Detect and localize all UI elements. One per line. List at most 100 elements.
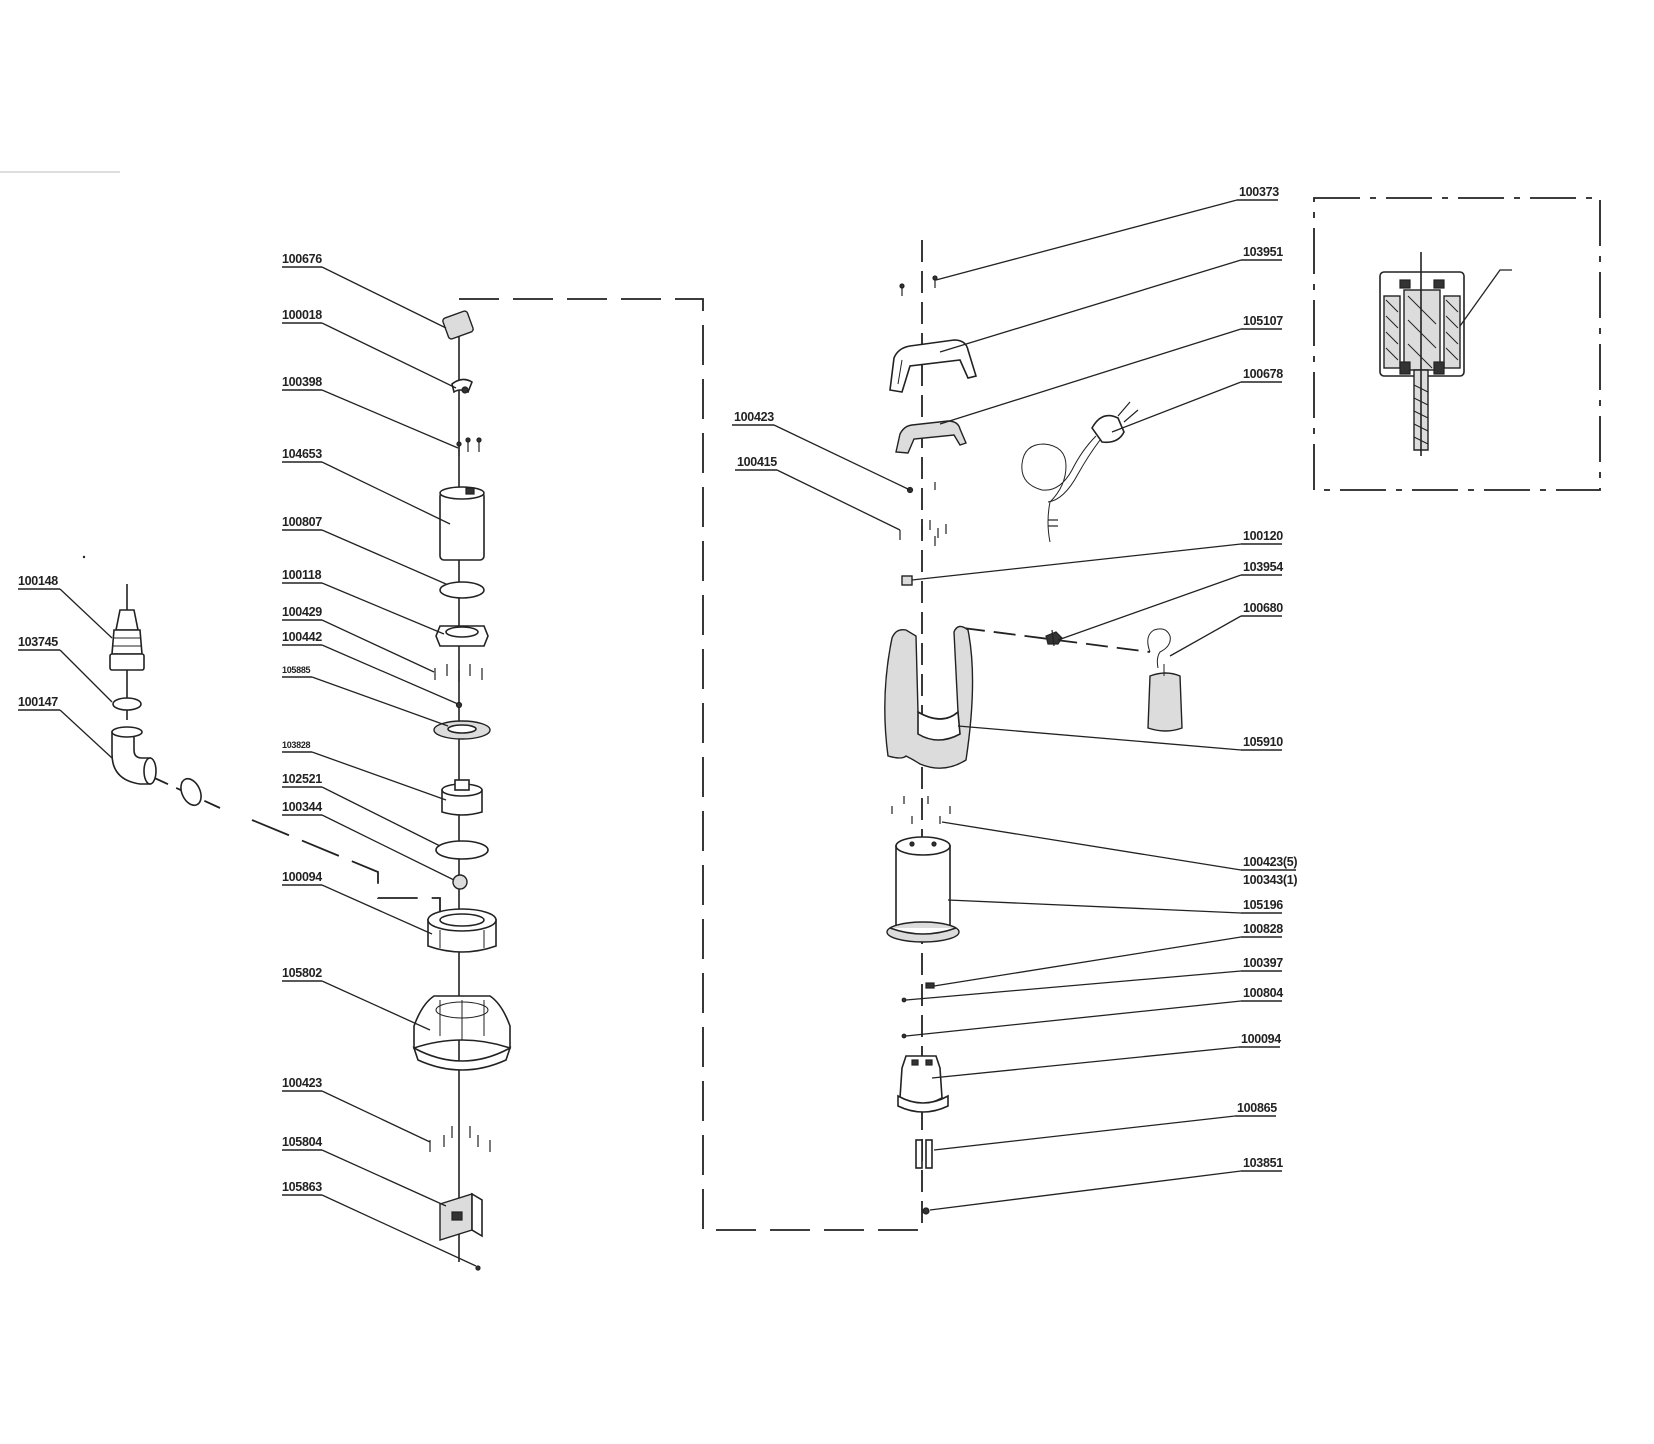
part-100423-screws-left <box>429 1126 491 1152</box>
part-100807-oring <box>439 581 485 599</box>
part-103954-clip <box>1045 629 1063 647</box>
callout-label: 100147 <box>18 695 58 709</box>
callout-label: 103828 <box>282 740 311 750</box>
callout-100373: 100373 <box>935 185 1280 281</box>
callout-label: 100344 <box>282 800 322 814</box>
callout-100415: 100415 <box>735 455 901 531</box>
outlet-callouts: 100148 103745 100147 <box>18 574 113 759</box>
callout-label: 105802 <box>282 966 322 980</box>
callout-100147: 100147 <box>18 695 113 759</box>
part-100147-elbow <box>111 726 157 785</box>
callout-105910: 105910 <box>957 725 1284 751</box>
callout-label: 100398 <box>282 375 322 389</box>
part-100678-plug-cable <box>1021 401 1139 543</box>
callout-100828: 100828 <box>933 922 1284 987</box>
callout-label: 100120 <box>1243 529 1283 543</box>
callout-100018: 100018 <box>282 308 457 389</box>
callout-105107: 105107 <box>939 314 1284 425</box>
callout-103954: 103954 <box>1057 560 1284 641</box>
callout-103745: 103745 <box>18 635 113 703</box>
callout-100678: 100678 <box>1111 367 1284 433</box>
callout-label: 100680 <box>1243 601 1283 615</box>
callout-label: 100676 <box>282 252 322 266</box>
part-103951-handle <box>889 339 978 393</box>
part-100676-pin <box>442 310 474 340</box>
callout-105804: 105804 <box>282 1135 447 1207</box>
callout-label: 100423 <box>734 410 774 424</box>
callout-label: 100429 <box>282 605 322 619</box>
callout-label: 105107 <box>1243 314 1283 328</box>
detail-cable-gland <box>1379 252 1512 456</box>
callout-100807: 100807 <box>282 515 447 585</box>
callout-label: 100343(1) <box>1243 873 1297 887</box>
part-100680-float <box>1147 628 1183 732</box>
part-100094-housing-right <box>897 1055 949 1113</box>
callout-100676: 100676 <box>282 252 447 329</box>
part-100398-screws <box>456 437 482 456</box>
part-100118-nut <box>435 625 489 647</box>
callout-label: 100423 <box>282 1076 322 1090</box>
callout-100442: 100442 <box>282 630 459 705</box>
callout-label: 100865 <box>1237 1101 1277 1115</box>
part-104653-motor <box>439 486 485 561</box>
callout-100094-r: 100094 <box>931 1032 1282 1079</box>
callout-label: 100807 <box>282 515 322 529</box>
callout-label: 100373 <box>1239 185 1279 199</box>
assembly-lines <box>126 240 1151 1262</box>
callout-label: 100415 <box>737 455 777 469</box>
callout-100120: 100120 <box>911 529 1284 581</box>
callout-100423-r: 100423 <box>732 410 911 491</box>
callout-label: 102521 <box>282 772 322 786</box>
callout-100398: 100398 <box>282 375 459 449</box>
callout-100680: 100680 <box>1169 601 1284 657</box>
callout-label: 103745 <box>18 635 58 649</box>
part-105196-motor-housing <box>886 836 960 943</box>
part-100429-screws <box>434 664 483 709</box>
callout-label: 100118 <box>282 568 322 582</box>
callout-100804: 100804 <box>905 986 1284 1037</box>
part-100865-bolts <box>915 1139 933 1169</box>
callout-105802: 105802 <box>282 966 431 1031</box>
part-102521-oring <box>435 840 489 860</box>
callout-label: 100094 <box>1241 1032 1281 1046</box>
callout-103951: 103951 <box>939 245 1284 353</box>
callout-100423: 100423 <box>282 1076 431 1143</box>
callout-100343-1: 100343(1) <box>1243 873 1298 887</box>
part-105107-gasket <box>895 420 967 454</box>
callout-100148: 100148 <box>18 574 113 639</box>
callout-100344: 100344 <box>282 800 455 881</box>
part-105804-box <box>439 1192 483 1241</box>
part-103828-cap <box>441 779 483 816</box>
part-103745-oring <box>112 697 142 711</box>
outlet-parts <box>109 609 202 807</box>
callout-label: 105885 <box>282 665 311 675</box>
part-100423-5-screws <box>891 796 951 824</box>
callout-100865: 100865 <box>933 1101 1278 1151</box>
callout-100397: 100397 <box>905 956 1284 1001</box>
callout-label: 103954 <box>1243 560 1283 574</box>
callout-label: 100828 <box>1243 922 1283 936</box>
callout-100118: 100118 <box>282 568 445 635</box>
part-elbow-oring <box>180 777 202 807</box>
part-100828-small <box>901 982 935 1039</box>
callout-label: 103951 <box>1243 245 1283 259</box>
callout-label: 100148 <box>18 574 58 588</box>
callout-label: 103851 <box>1243 1156 1283 1170</box>
callout-label: 100423(5) <box>1243 855 1297 869</box>
callout-label: 105196 <box>1243 898 1283 912</box>
part-100148-fitting <box>109 609 145 671</box>
callout-label: 100442 <box>282 630 322 644</box>
callout-103851: 103851 <box>929 1156 1284 1211</box>
callout-label: 100094 <box>282 870 322 884</box>
detail-inset <box>1313 197 1601 491</box>
right-column-parts <box>884 275 1183 1215</box>
callout-label: 100678 <box>1243 367 1283 381</box>
callout-104653: 104653 <box>282 447 451 525</box>
part-100120-nut <box>901 575 913 586</box>
left-callouts: 100676 100018 100398 104653 100807 10011… <box>282 252 477 1267</box>
right-callouts: 100373 103951 105107 100678 100423 10041… <box>732 185 1298 1211</box>
part-100018-clip <box>451 378 473 394</box>
part-105863-screw <box>475 1265 481 1271</box>
part-100094-housing <box>427 908 497 953</box>
